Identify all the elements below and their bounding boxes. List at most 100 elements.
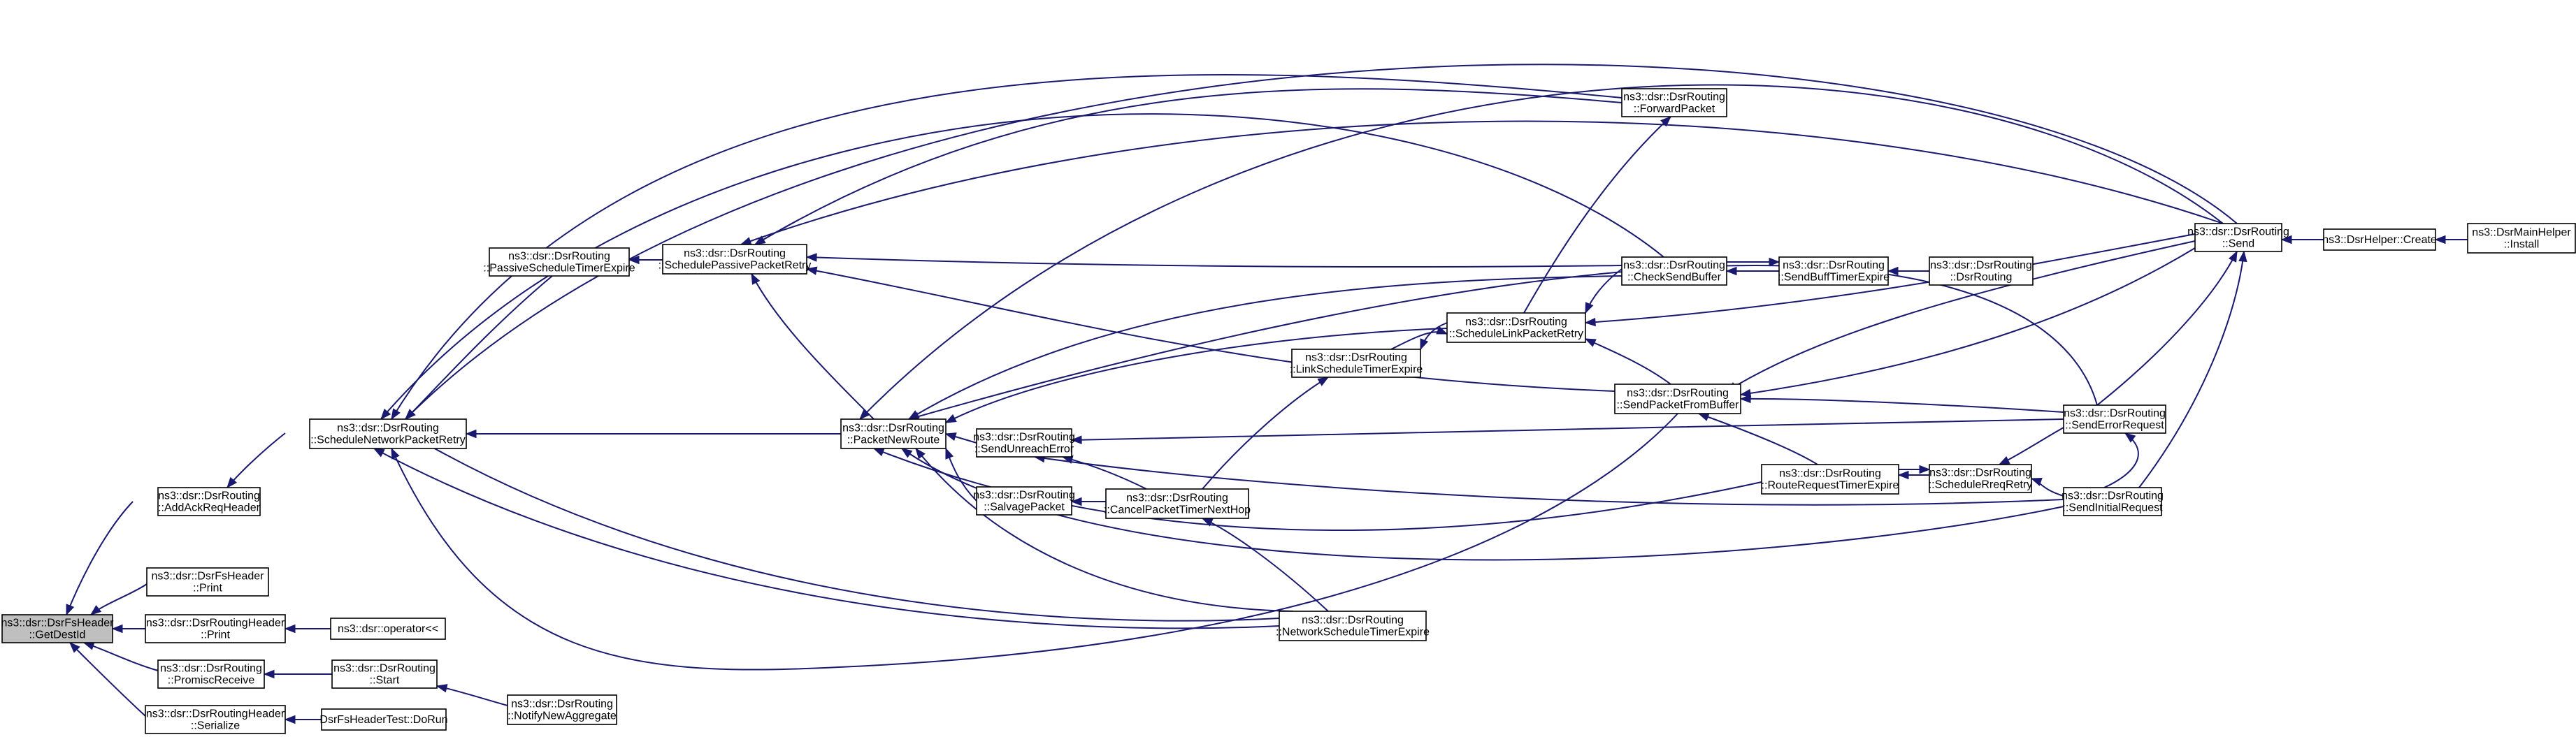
node-box-promiscreceive (157, 659, 265, 689)
node-label-linkscheduletimerexpire-line-2: ::LinkScheduleTimerExpire (1290, 364, 1423, 376)
node-schedulepassivepacketretry[interactable]: ns3::dsr::DsrRouting::SchedulePassivePac… (659, 244, 812, 275)
node-label-dsrroutingctor-line-2: ::DsrRouting (1950, 272, 2013, 284)
node-fsheaderprint[interactable]: ns3::dsr::DsrFsHeader::Print (146, 567, 269, 597)
node-box-passivescheduletimerexpire (489, 247, 630, 277)
node-label-dsrroutingctor-line-1: ns3::dsr::DsrRouting (1930, 260, 2032, 272)
arrowhead-senderrorrequest-to-sendunreacherror (1070, 435, 1082, 444)
node-addackreqheader[interactable]: ns3::dsr::DsrRouting::AddAckReqHeader (157, 487, 261, 516)
arrowhead-send-to-packetnewroute (859, 409, 870, 420)
node-label-forwardpacket-line-1: ns3::dsr::DsrRouting (1623, 92, 1725, 103)
node-box-networkscheduletimerexpire (1279, 611, 1427, 641)
edge-linkscheduletimerexpire-to-schedulelinkpacketretry (1390, 331, 1448, 350)
node-checksendbuffer[interactable]: ns3::dsr::DsrRouting::CheckSendBuffer (1621, 256, 1727, 286)
arrowhead-packetnewroute-to-schedulepassivepacketretry (751, 272, 761, 285)
node-label-operator-line-1: ns3::dsr::operator<< (338, 623, 438, 635)
node-routingheaderprint[interactable]: ns3::dsr::DsrRoutingHeader::Print (145, 614, 286, 643)
arrowhead-schedulenetworkpacketretry-to-addackreqheader (226, 476, 238, 489)
arrowhead-schedulereqretry-to-routerequesttimerexpire (1897, 470, 1909, 480)
arrowhead-notifynewaggregate-to-start (436, 684, 448, 693)
node-notifynewaggregate[interactable]: ns3::dsr::DsrRouting::NotifyNewAggregate (507, 694, 617, 725)
node-label-schedulereqretry-line-1: ns3::dsr::DsrRouting (1929, 467, 2031, 479)
arrowhead-checksendbuffer-to-schedulenetworkpacketretry (380, 408, 391, 421)
node-label-mainhelperinstall-line-1: ns3::DsrMainHelper (2472, 227, 2571, 239)
node-box-salvagepacket (976, 486, 1072, 516)
node-mainhelperinstall[interactable]: ns3::DsrMainHelper::Install (2467, 223, 2576, 254)
arrowhead-routerequesttimerexpire-to-sendpacketfrombuffer (1697, 413, 1710, 421)
node-label-routingheaderprint-line-1: ns3::dsr::DsrRoutingHeader (146, 618, 285, 629)
node-senderrorrequest[interactable]: ns3::dsr::DsrRouting::SendErrorRequest (2063, 404, 2166, 434)
arrowhead-sendpacketfrombuffer-to-schedulenetworkpacketretry (391, 447, 400, 460)
arrowhead-send-to-schedulenetworkpacketretry (405, 409, 416, 420)
node-label-routerequesttimerexpire-line-2: ::RouteRequestTimerExpire (1762, 480, 1899, 492)
node-label-schedulenetworkpacketretry-line-2: ::ScheduleNetworkPacketRetry (310, 435, 465, 446)
node-send[interactable]: ns3::dsr::DsrRouting::Send (2187, 223, 2289, 252)
node-box-getdestid (1, 614, 113, 643)
node-label-checksendbuffer-line-2: ::CheckSendBuffer (1627, 272, 1722, 284)
node-label-fsheaderprint-line-2: ::Print (193, 583, 222, 594)
node-label-getdestid-line-2: ::GetDestId (29, 629, 86, 641)
node-dorun[interactable]: DsrFsHeaderTest::DoRun (319, 708, 448, 731)
node-operator[interactable]: ns3::dsr::operator<< (330, 618, 446, 640)
node-networkscheduletimerexpire[interactable]: ns3::dsr::DsrRouting::NetworkScheduleTim… (1276, 611, 1430, 641)
node-getdestid[interactable]: ns3::dsr::DsrFsHeader::GetDestId (1, 614, 115, 643)
node-box-addackreqheader (157, 487, 261, 516)
edge-sendpacketfrombuffer-to-schedulelinkpacketretry (1585, 338, 1671, 385)
edge-send-to-sendpacketfrombuffer (1740, 247, 2196, 395)
node-routingheaderserialize[interactable]: ns3::dsr::DsrRoutingHeader::Serialize (145, 705, 286, 734)
node-linkscheduletimerexpire[interactable]: ns3::dsr::DsrRouting::LinkScheduleTimerE… (1290, 349, 1423, 378)
node-salvagepacket[interactable]: ns3::dsr::DsrRouting::SalvagePacket (973, 486, 1075, 516)
node-cancelpackettimernexthop[interactable]: ns3::dsr::DsrRouting::CancelPacketTimerN… (1104, 488, 1251, 519)
edge-schedulelinkpacketretry-to-packetnewroute (945, 328, 1448, 423)
node-routerequesttimerexpire[interactable]: ns3::dsr::DsrRouting::RouteRequestTimerE… (1761, 464, 1899, 495)
arrowhead-sendpacketfrombuffer-to-schedulepassivepacketretry (805, 266, 818, 275)
arrowhead-routerequesttimerexpire-to-schedulereqretry (1919, 465, 1931, 474)
node-schedulelinkpacketretry[interactable]: ns3::dsr::DsrRouting::ScheduleLinkPacket… (1446, 312, 1586, 343)
edge-sendinitialrequest-to-send (2138, 251, 2245, 488)
node-sendinitialrequest[interactable]: ns3::dsr::DsrRouting::SendInitialRequest (2061, 487, 2164, 516)
node-label-schedulenetworkpacketretry-line-1: ns3::dsr::DsrRouting (337, 423, 439, 435)
arrowhead-sendinitialrequest-to-senderrorrequest (2124, 432, 2136, 443)
node-label-promiscreceive-line-1: ns3::dsr::DsrRouting (160, 663, 262, 675)
arrowhead-send-to-sendpacketfrombuffer (1739, 388, 1752, 398)
node-schedulereqretry[interactable]: ns3::dsr::DsrRouting::ScheduleRreqRetry (1929, 464, 2033, 493)
node-sendpacketfrombuffer[interactable]: ns3::dsr::DsrRouting::SendPacketFromBuff… (1614, 384, 1741, 414)
node-label-sendinitialrequest-line-1: ns3::dsr::DsrRouting (2061, 490, 2164, 502)
arrowhead-sendinitialrequest-to-schedulereqretry (2030, 478, 2043, 486)
node-dsrroutingctor[interactable]: ns3::dsr::DsrRouting::DsrRouting (1929, 256, 2034, 286)
node-label-schedulereqretry-line-2: ::ScheduleRreqRetry (1929, 479, 2033, 491)
arrowhead-schedulepassivepacketretry-to-passivescheduletimerexpire (628, 255, 640, 265)
node-packetnewroute[interactable]: ns3::dsr::DsrRouting::PacketNewRoute (840, 418, 947, 449)
node-label-schedulelinkpacketretry-line-2: ::ScheduleLinkPacketRetry (1449, 328, 1583, 340)
edge-addackreqheader-to-getdestid (66, 501, 134, 615)
node-sendunreacherror[interactable]: ns3::dsr::DsrRouting::SendUnreachError (973, 428, 1075, 458)
node-label-send-line-2: ::Send (2222, 238, 2254, 250)
node-label-routingheaderserialize-line-1: ns3::dsr::DsrRoutingHeader (146, 708, 285, 720)
node-promiscreceive[interactable]: ns3::dsr::DsrRouting::PromiscReceive (157, 659, 265, 689)
node-schedulenetworkpacketretry[interactable]: ns3::dsr::DsrRouting::ScheduleNetworkPac… (309, 418, 467, 449)
node-box-helpercreate (2323, 228, 2436, 251)
node-forwardpacket[interactable]: ns3::dsr::DsrRouting::ForwardPacket (1621, 88, 1727, 117)
arrowhead-networkscheduletimerexpire-to-packetnewroute (915, 447, 926, 460)
node-label-start-line-1: ns3::dsr::DsrRouting (333, 663, 436, 675)
node-helpercreate[interactable]: ns3::DsrHelper::Create (2322, 228, 2437, 251)
node-label-packetnewroute-line-1: ns3::dsr::DsrRouting (842, 423, 944, 435)
arrowhead-senderrorrequest-to-send (2228, 250, 2238, 263)
node-label-packetnewroute-line-2: ::PacketNewRoute (847, 435, 940, 446)
node-label-getdestid-line-1: ns3::dsr::DsrFsHeader (1, 618, 115, 629)
node-label-sendpacketfrombuffer-line-1: ns3::dsr::DsrRouting (1627, 388, 1729, 400)
edge-promiscreceive-to-getdestid (83, 642, 159, 671)
node-sendbufftimerexpire[interactable]: ns3::dsr::DsrRouting::SendBuffTimerExpir… (1778, 256, 1890, 286)
node-label-salvagepacket-line-1: ns3::dsr::DsrRouting (973, 490, 1075, 502)
node-passivescheduletimerexpire[interactable]: ns3::dsr::DsrRouting::PassiveScheduleTim… (483, 247, 635, 277)
arrowhead-send-to-schedulepassivepacketretry (740, 237, 752, 245)
node-label-routingheaderserialize-line-2: ::Serialize (191, 720, 240, 732)
edge-senderrorrequest-to-sendpacketfrombuffer (1740, 397, 2064, 413)
node-label-dorun-line-1: DsrFsHeaderTest::DoRun (319, 714, 447, 726)
node-box-packetnewroute (840, 418, 947, 449)
node-box-notifynewaggregate (507, 694, 617, 725)
edge-forwardpacket-to-schedulenetworkpacketretry (391, 74, 1622, 420)
node-start[interactable]: ns3::dsr::DsrRouting::Start (331, 659, 438, 689)
node-box-forwardpacket (1621, 88, 1727, 117)
arrowhead-send-to-schedulelinkpacketretry (1584, 317, 1596, 327)
